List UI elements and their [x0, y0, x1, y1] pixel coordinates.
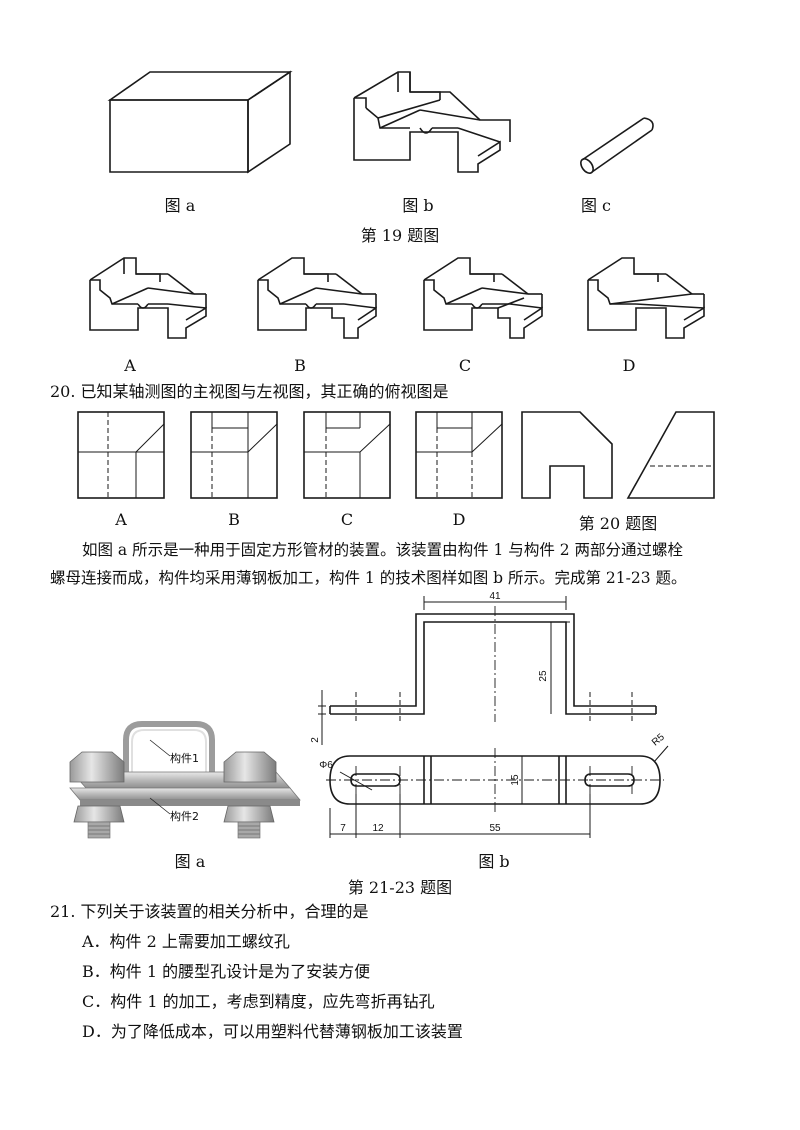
rod-drawing [580, 117, 654, 174]
q19-option-a-drawing [89, 257, 207, 339]
q20-question: 20. 已知某轴测图的主视图与左视图，其正确的俯视图是 [50, 382, 449, 401]
dim-phi6: Φ6 [319, 760, 333, 771]
q19-fig-b-label: 图 b [402, 196, 434, 215]
q21-option-c: C．构件 1 的加工，考虑到精度，应先弯折再钻孔 [82, 992, 435, 1011]
q20-option-d-drawing [415, 411, 503, 499]
dim-55: 55 [489, 823, 501, 834]
part2-label: 构件2 [170, 810, 199, 823]
dim-41: 41 [489, 591, 501, 602]
dim-15: 15 [510, 774, 521, 786]
front-view-profile [318, 596, 657, 745]
intro-line-1: 如图 a 所示是一种用于固定方形管材的装置。该装置由构件 1 与构件 2 两部分… [82, 541, 684, 559]
top-view-outline [326, 745, 669, 838]
q19-option-c-label: C [458, 356, 472, 375]
q19-fig-a-label: 图 a [164, 196, 196, 215]
q19-fig-c-label: 图 c [580, 196, 612, 215]
q19-option-b-drawing [257, 257, 377, 339]
q20-figure-caption: 第 20 题图 [578, 514, 658, 533]
q21-option-b: B．构件 1 的腰型孔设计是为了安装方便 [82, 962, 371, 981]
q19-option-b-label: B [294, 356, 306, 375]
q21-option-a: A．构件 2 上需要加工螺纹孔 [82, 932, 290, 951]
device-photo [69, 721, 301, 839]
q20-option-b-drawing [190, 411, 278, 499]
block-drawing [107, 70, 293, 174]
fig21-a-label: 图 a [174, 852, 206, 871]
dim-12: 12 [372, 823, 384, 834]
q20-option-d-label: D [452, 510, 466, 529]
q19-option-a-label: A [124, 356, 136, 375]
q20-option-c-drawing [303, 411, 391, 499]
q20-option-a-label: A [115, 510, 127, 529]
q19-option-c-drawing [423, 257, 543, 339]
fig21-b-label: 图 b [478, 852, 510, 871]
q20-left-view [626, 411, 715, 499]
q19-figure-caption: 第 19 题图 [360, 226, 440, 245]
dim-2: 2 [310, 737, 321, 743]
q21-option-d: D．为了降低成本，可以用塑料代替薄钢板加工该装置 [82, 1022, 463, 1041]
q20-option-b-label: B [228, 510, 240, 529]
q19-option-d-label: D [622, 356, 636, 375]
fig21-figure-caption: 第 21-23 题图 [347, 878, 453, 897]
q21-question: 21. 下列关于该装置的相关分析中，合理的是 [50, 902, 369, 921]
q20-option-a-drawing [77, 411, 165, 499]
q20-option-c-label: C [340, 510, 354, 529]
q20-front-view [521, 411, 613, 499]
part1-label: 构件1 [170, 752, 199, 765]
dim-7: 7 [340, 823, 346, 834]
dim-25: 25 [538, 670, 549, 682]
dim-r5: R5 [650, 731, 667, 748]
intro-line-2: 螺母连接而成，构件均采用薄钢板加工，构件 1 的技术图样如图 b 所示。完成第 … [50, 569, 687, 587]
q19-option-d-drawing [587, 257, 705, 339]
stepped-block-drawing [353, 71, 511, 173]
